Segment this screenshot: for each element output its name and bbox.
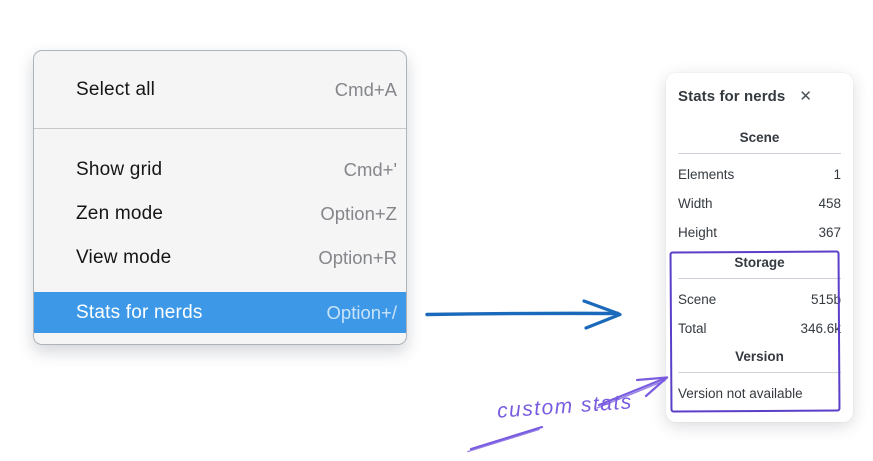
menu-item-stats-for-nerds[interactable]: Stats for nerds Option+/	[34, 292, 406, 333]
stat-value: 367	[818, 225, 841, 240]
stat-label: Width	[678, 196, 713, 211]
stat-row-total-size: Total 346.6k	[678, 314, 841, 343]
stats-panel: Stats for nerds ✕ Scene Elements 1 Width…	[666, 73, 853, 422]
stats-panel-title: Stats for nerds	[678, 87, 786, 105]
stats-panel-header: Stats for nerds ✕	[678, 86, 841, 106]
scene-section-heading: Scene	[739, 130, 780, 145]
stat-row-height: Height 367	[678, 218, 841, 247]
stat-value: 515b	[810, 292, 841, 307]
menu-item-shortcut: Cmd+A	[334, 78, 397, 100]
close-icon[interactable]: ✕	[799, 87, 812, 105]
stat-label: Elements	[678, 167, 735, 182]
menu-item-view-mode[interactable]: View mode Option+R	[34, 236, 406, 280]
arrow-menu-to-panel	[425, 299, 622, 330]
menu-item-label: Zen mode	[76, 203, 164, 224]
stat-value: 346.6k	[800, 321, 841, 336]
menu-separator	[34, 128, 406, 129]
stat-label: Height	[678, 225, 718, 240]
menu-item-shortcut: Cmd+'	[343, 159, 397, 180]
context-menu: Select all Cmd+A Show grid Cmd+' Zen mod…	[33, 50, 407, 345]
stat-row-width: Width 458	[678, 189, 841, 218]
menu-item-select-all[interactable]: Select all Cmd+A	[34, 51, 406, 128]
menu-item-label: Stats for nerds	[76, 301, 203, 323]
menu-item-shortcut: Option+/	[326, 301, 397, 323]
menu-item-label: View mode	[76, 247, 172, 268]
stat-value: 458	[818, 196, 841, 211]
section-divider	[678, 153, 841, 154]
stat-row-scene-size: Scene 515b	[678, 285, 841, 314]
version-section-heading: Version	[735, 349, 784, 364]
menu-item-shortcut: Option+Z	[320, 203, 397, 224]
storage-section-heading: Storage	[734, 255, 785, 270]
menu-group: Show grid Cmd+' Zen mode Option+Z View m…	[34, 129, 406, 333]
annotation-label: custom stats	[496, 390, 634, 423]
menu-item-zen-mode[interactable]: Zen mode Option+Z	[34, 192, 406, 236]
menu-item-label: Show grid	[76, 159, 163, 180]
stat-row-elements: Elements 1	[678, 160, 841, 189]
section-divider	[678, 278, 841, 279]
menu-item-label: Select all	[76, 78, 156, 100]
storage-section-rows: Scene 515b Total 346.6k	[678, 285, 841, 343]
scene-section-rows: Elements 1 Width 458 Height 367	[678, 160, 841, 247]
version-note: Version not available	[678, 386, 803, 401]
stat-label: Scene	[678, 292, 717, 307]
stat-value: 1	[833, 167, 841, 182]
stat-label: Total	[678, 321, 707, 336]
section-divider	[678, 372, 841, 373]
menu-item-shortcut: Option+R	[318, 247, 397, 268]
menu-item-show-grid[interactable]: Show grid Cmd+'	[34, 148, 406, 192]
